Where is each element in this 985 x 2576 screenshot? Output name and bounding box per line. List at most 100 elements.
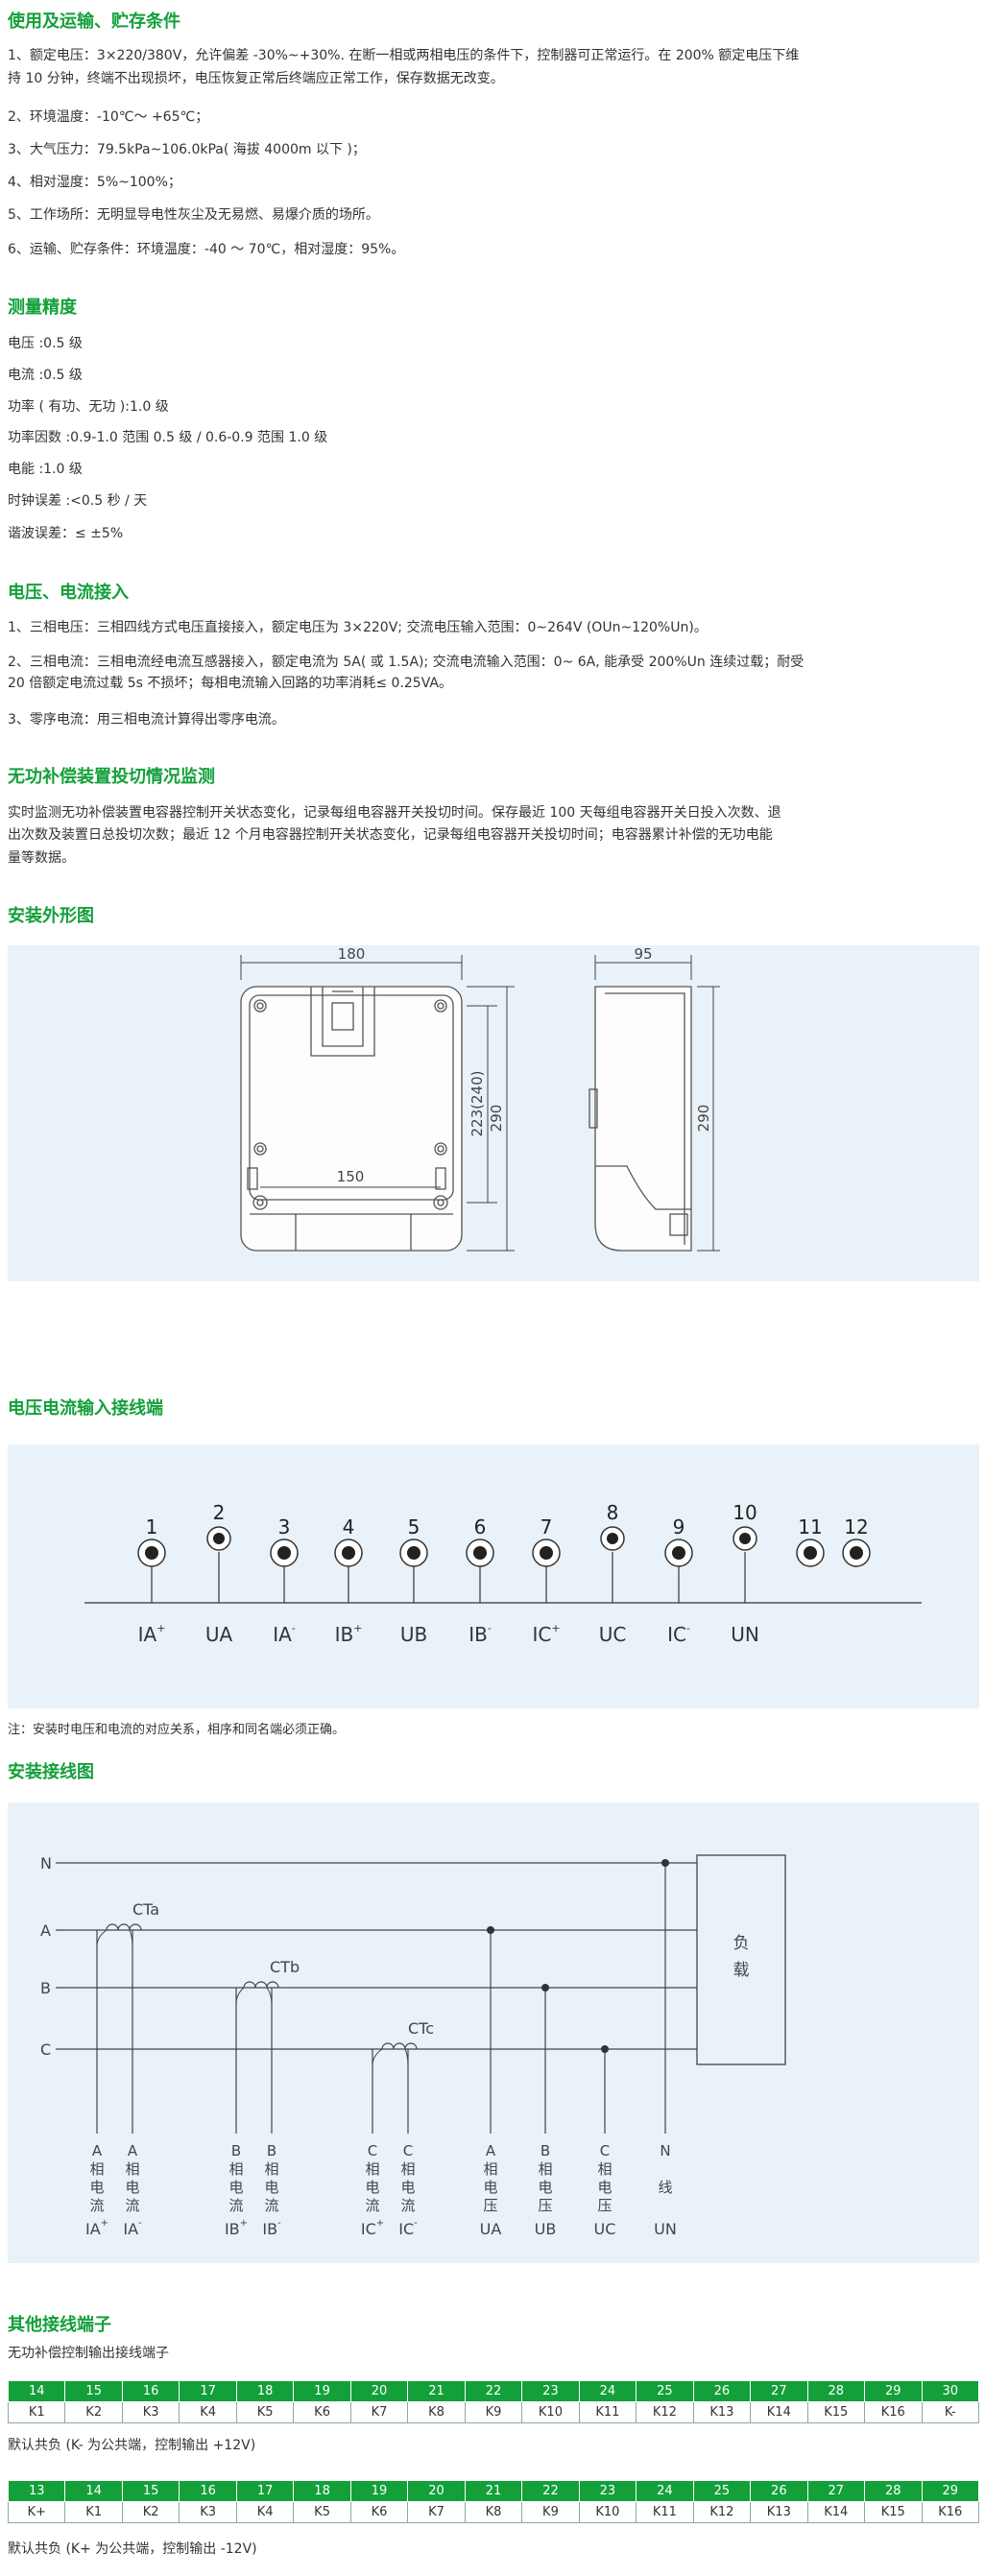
outline-drawing-panel: 180 95 150 223(240) 290 290 (8, 945, 979, 1281)
junction-7 (487, 1926, 494, 1934)
terminal-label-6: IB- (468, 1622, 492, 1646)
terminal-label-5: UB (400, 1623, 427, 1646)
leg-char-1-2: 相 (89, 2160, 104, 2178)
t2-body-cell-9: K8 (464, 2501, 523, 2523)
leg-char-7-1: A (486, 2142, 496, 2159)
leg-char-6-3: 电 (400, 2179, 415, 2196)
leg-char-5-1: C (368, 2142, 377, 2159)
t1-body-cell-5: K5 (235, 2401, 295, 2423)
accuracy-harmonic: 谐波误差：≤ ±5% (8, 526, 124, 541)
leg-char-8-4: 压 (538, 2197, 552, 2214)
leg-label-2: IA- (123, 2218, 142, 2238)
terminal-label-9: IC- (667, 1622, 690, 1646)
t2-head-cell-10: 22 (521, 2480, 580, 2502)
t2-body-cell-12: K11 (636, 2501, 694, 2523)
output-note-2: 默认共负 (K+ 为公共端，控制输出 -12V) (8, 2541, 257, 2557)
terminal-note: 注：安装时电压和电流的对应关系，相序和同名端必须正确。 (8, 1723, 346, 1737)
load-box (696, 1854, 786, 2065)
leg-char-2-4: 流 (125, 2197, 139, 2214)
t1-body-cell-11: K11 (578, 2401, 637, 2423)
section-title-wiring: 安装接线图 (8, 1762, 94, 1782)
t1-body-cell-12: K12 (636, 2401, 694, 2423)
t1-head-cell-6: 19 (293, 2380, 351, 2402)
leg-char-5-3: 电 (365, 2179, 379, 2196)
t1-head-cell-11: 24 (578, 2380, 637, 2402)
t1-head-cell-17: 30 (921, 2380, 979, 2402)
terminal-number-9: 9 (673, 1515, 685, 1538)
load-label-2: 载 (733, 1961, 750, 1980)
t1-body-cell-10: K10 (521, 2401, 580, 2423)
terminal-label-1: IA+ (138, 1622, 166, 1646)
t2-head-cell-16: 28 (864, 2480, 923, 2502)
leg-char-9-4: 压 (597, 2197, 612, 2214)
dim-height: 290 (488, 1105, 505, 1133)
t2-body-cell-15: K14 (806, 2501, 866, 2523)
leg-char-6-4: 流 (400, 2197, 415, 2214)
leg-char-7-4: 压 (483, 2197, 497, 2214)
terminal-label-2: UA (205, 1623, 233, 1646)
t2-body-cell-1: K+ (7, 2501, 66, 2523)
ct-coil-1 (106, 1923, 142, 1931)
leg-char-6-2: 相 (400, 2160, 415, 2178)
leg-char-4-4: 流 (264, 2197, 278, 2214)
terminal-label-3: IA- (273, 1622, 296, 1646)
t1-body-cell-17: K- (921, 2401, 979, 2423)
t1-body-cell-13: K13 (692, 2401, 752, 2423)
condition-2: 2、环境温度：-10℃～ +65℃； (8, 109, 209, 125)
t1-head-cell-8: 21 (407, 2380, 466, 2402)
t2-head-cell-1: 13 (7, 2480, 66, 2502)
t1-body-cell-3: K3 (121, 2401, 180, 2423)
section-title-outline: 安装外形图 (8, 906, 94, 926)
terminal-number-7: 7 (541, 1515, 553, 1538)
condition-1a: 1、额定电压：3×220/380V，允许偏差 -30%~+30%. 在断一相或两… (8, 48, 800, 63)
ct-coil-3 (381, 2042, 418, 2050)
leg-char-8-3: 电 (538, 2179, 552, 2196)
t1-body-cell-16: K16 (864, 2401, 923, 2423)
t1-head-cell-15: 28 (806, 2380, 866, 2402)
wiring-diagram: 负 载 NABCCTaCTbCTcA相电流IA+A相电流IA-B相电流IB+B相… (40, 1854, 786, 2238)
t1-body-cell-9: K9 (464, 2401, 523, 2423)
t1-body-cell-2: K2 (64, 2401, 123, 2423)
leg-char-1-4: 流 (89, 2197, 104, 2214)
accuracy-current: 电流 :0.5 级 (8, 368, 83, 383)
t2-head-cell-17: 29 (921, 2480, 979, 2502)
leg-char-10-3: 线 (658, 2179, 672, 2196)
monitor-line-1: 实时监测无功补偿装置电容器控制开关状态变化，记录每组电容器开关投切时间。保存最近… (8, 805, 781, 821)
line-label-N: N (40, 1854, 52, 1872)
terminal-pin-5 (407, 1546, 420, 1560)
t2-head-cell-12: 24 (636, 2480, 694, 2502)
load-label-1: 负 (733, 1934, 750, 1953)
terminal-number-6: 6 (474, 1515, 487, 1538)
t1-head-cell-2: 15 (64, 2380, 123, 2402)
t2-body-cell-8: K7 (407, 2501, 466, 2523)
t2-body-cell-4: K3 (179, 2501, 237, 2523)
leg-label-7: UA (480, 2220, 502, 2238)
terminal-number-1: 1 (146, 1515, 158, 1538)
leg-char-4-2: 相 (264, 2160, 278, 2178)
t2-head-cell-5: 17 (235, 2480, 295, 2502)
t2-body-cell-3: K2 (121, 2501, 180, 2523)
input-zero: 3、零序电流：用三相电流计算得出零序电流。 (8, 712, 285, 727)
t2-head-cell-8: 20 (407, 2480, 466, 2502)
output-note-1: 默认共负 (K- 为公共端，控制输出 +12V) (8, 2438, 256, 2453)
condition-5: 5、工作场所：无明显导电性灰尘及无易燃、易爆介质的场所。 (8, 207, 379, 223)
leg-label-3: IB+ (225, 2218, 248, 2238)
dim-depth: 95 (634, 945, 652, 963)
accuracy-power: 功率 ( 有功、无功 ):1.0 级 (8, 399, 169, 415)
t2-body-cell-16: K15 (864, 2501, 923, 2523)
dim-inner-height: 223(240) (468, 1071, 486, 1137)
t1-body-cell-4: K4 (179, 2401, 237, 2423)
terminal-label-8: UC (599, 1623, 627, 1646)
t2-head-cell-2: 14 (64, 2480, 123, 2502)
t1-body-cell-6: K6 (293, 2401, 351, 2423)
condition-6: 6、运输、贮存条件：环境温度：-40 ～ 70℃，相对湿度：95%。 (8, 242, 405, 257)
terminal-pin-2 (213, 1533, 225, 1544)
leg-label-9: UC (594, 2220, 616, 2238)
terminal-pin-1 (145, 1546, 158, 1560)
t2-head-cell-4: 16 (179, 2480, 237, 2502)
leg-char-8-1: B (541, 2142, 550, 2159)
accuracy-energy: 电能 :1.0 级 (8, 462, 83, 477)
condition-4: 4、相对湿度：5%~100%； (8, 175, 181, 190)
section-title-other-terminals: 其他接线端子 (8, 2315, 111, 2335)
